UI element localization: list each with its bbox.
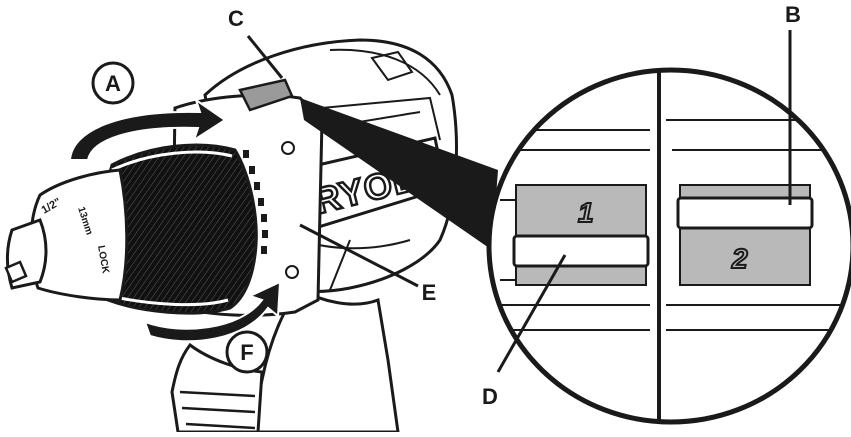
label-f: F	[240, 340, 253, 365]
callout-f: F	[225, 330, 269, 374]
label-d: D	[482, 384, 498, 409]
callout-a-circle	[91, 61, 135, 105]
clutch-numbers	[243, 150, 268, 254]
callout-a: A	[91, 61, 135, 105]
selector-slider-1	[512, 234, 650, 268]
gear-position-2: 2	[731, 243, 748, 274]
leader-lines	[246, 30, 792, 373]
callout-f-circle	[225, 330, 269, 374]
gear-position-1: 1	[578, 197, 594, 228]
label-c: C	[228, 6, 244, 31]
selector-slider-2	[676, 196, 814, 230]
screw-head	[285, 265, 299, 279]
selector-panel-1: 1	[500, 129, 650, 331]
rotation-arrow-bottom	[143, 280, 282, 343]
label-b: B	[785, 2, 801, 27]
gear-selector-switch	[238, 78, 294, 112]
drill-illustration: RYOBI 1/2" 13mm LOCK	[4, 38, 458, 434]
zoom-inset: 1 2	[486, 67, 851, 425]
grip-ribs	[179, 390, 256, 430]
zoom-circle-border	[486, 67, 851, 425]
label-e: E	[422, 280, 437, 305]
label-a: A	[105, 71, 121, 96]
chuck-lock-text: LOCK	[95, 245, 111, 276]
chuck-jaws	[4, 260, 28, 284]
selector-panel-2: 2	[666, 119, 850, 331]
zoom-wedge	[300, 98, 498, 250]
screw-head	[281, 141, 295, 155]
rotation-arrow-top	[68, 97, 227, 161]
